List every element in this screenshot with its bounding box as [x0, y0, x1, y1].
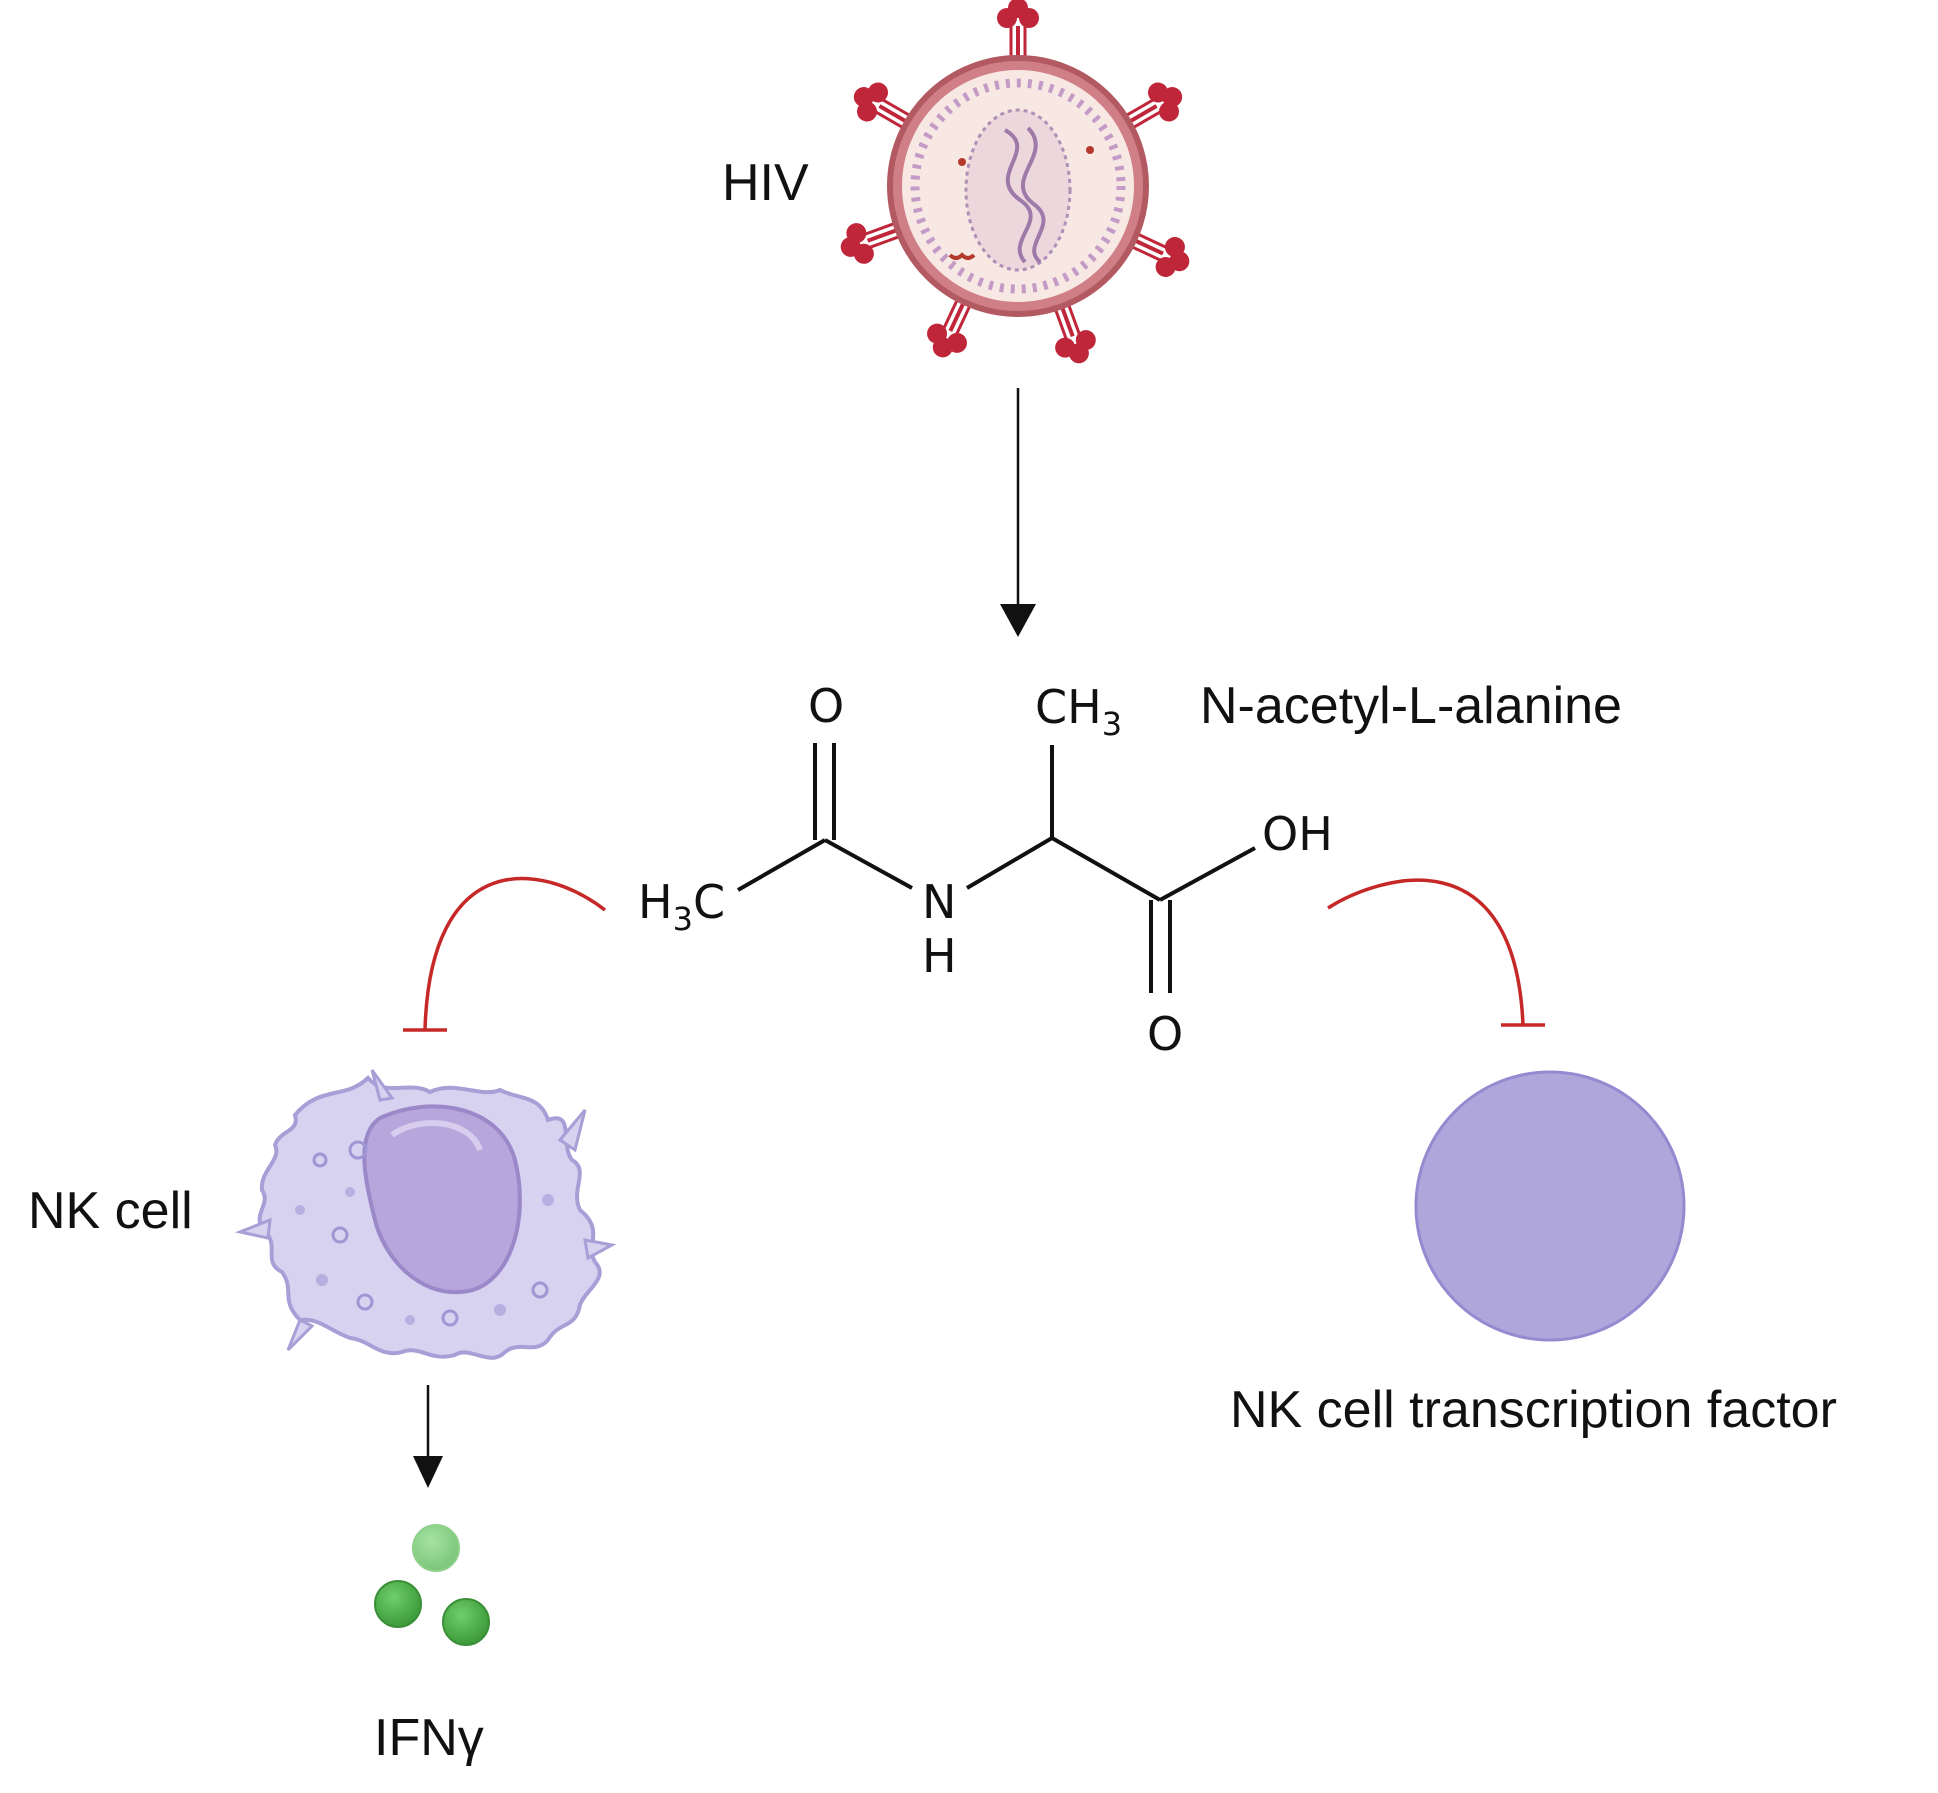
hiv-virion-icon: [832, 0, 1200, 372]
hiv-label: HIV: [722, 154, 809, 212]
amine-nitrogen: N: [922, 875, 956, 929]
hydroxyl-group: OH: [1262, 807, 1333, 861]
amine-hydrogen: H: [922, 929, 957, 983]
nk-cell-label: NK cell: [28, 1182, 193, 1240]
tf-label: NK cell transcription factor: [1230, 1381, 1837, 1439]
methyl-top: CH3: [1035, 680, 1122, 743]
carbonyl-oxygen-2: O: [1147, 1007, 1183, 1061]
inhibit-arrow-right: [1327, 878, 1525, 1026]
ifn-label: IFNγ: [374, 1709, 484, 1767]
nk-cell-icon: [234, 1069, 617, 1360]
compound-label: N-acetyl-L-alanine: [1200, 677, 1622, 735]
carbonyl-oxygen-1: O: [808, 679, 844, 733]
arrowhead-hiv-to-compound: [1000, 604, 1036, 637]
transcription-factor-icon: [1414, 1070, 1686, 1342]
ifn-gamma-icon: [374, 1524, 490, 1646]
methyl-left: H3C: [638, 875, 725, 938]
arrowhead-nk-to-ifn: [413, 1456, 443, 1488]
molecule-structure: [737, 743, 1256, 993]
inhibit-arrow-left: [423, 876, 607, 1031]
